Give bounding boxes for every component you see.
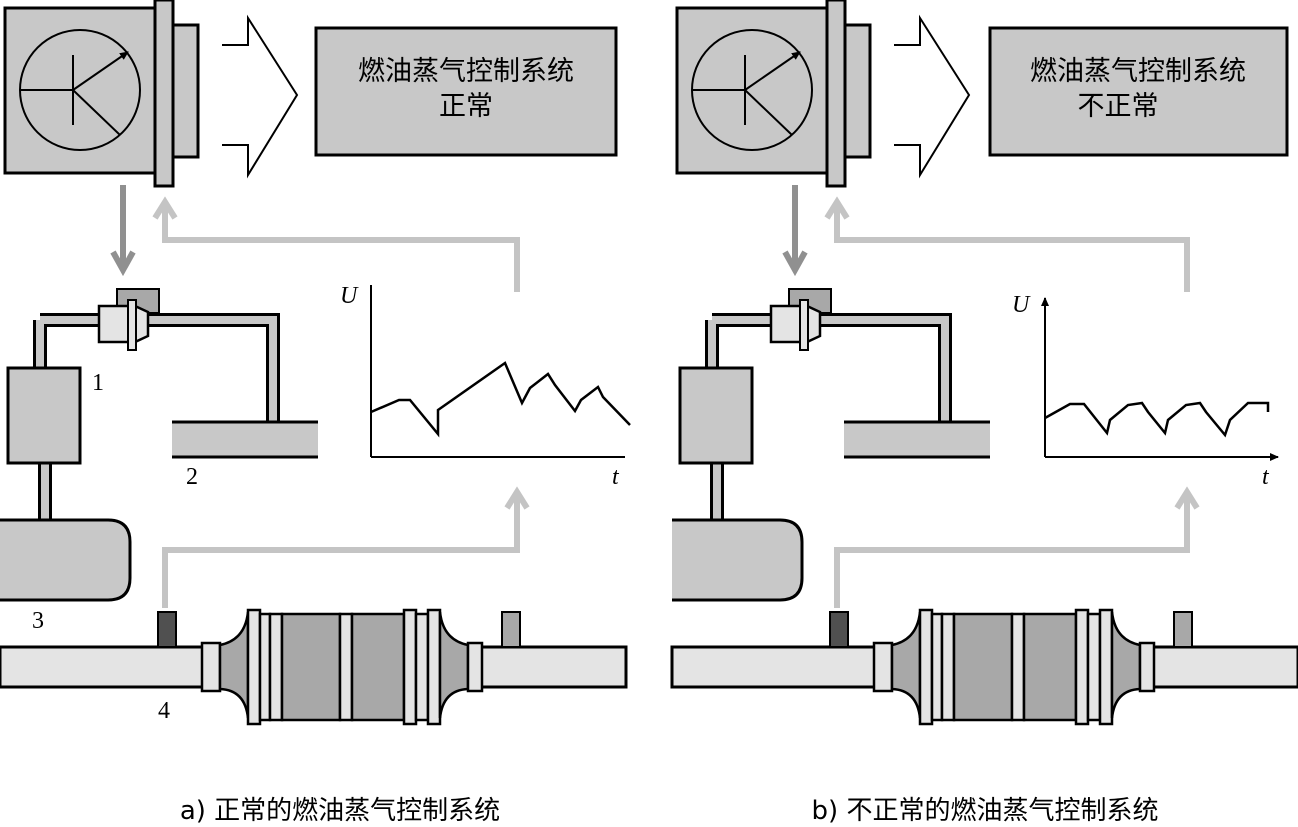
charcoal-canister (678, 366, 754, 465)
status-box: 燃油蒸气控制系统 不正常 (988, 26, 1289, 157)
charcoal-canister (6, 366, 82, 465)
upstream-sensor (157, 611, 177, 648)
status-box: 燃油蒸气控制系统 正常 (314, 26, 618, 157)
voltage-graph: U t (340, 283, 631, 490)
control-module (675, 0, 872, 188)
status-line-1: 燃油蒸气控制系统 (1030, 56, 1246, 87)
y-axis-label: U (1012, 292, 1031, 318)
exhaust-pipe (0, 608, 628, 726)
signal-trace (370, 361, 631, 438)
x-axis-label: t (1262, 464, 1270, 490)
sensor-signal-line (834, 495, 1190, 608)
sensor-signal-line (162, 495, 520, 608)
y-axis-label: U (340, 283, 359, 309)
purge-valve (97, 288, 160, 351)
upstream-sensor (829, 611, 849, 648)
exhaust-pipe (670, 608, 1298, 726)
signal-trace (1044, 401, 1270, 438)
status-line-1: 燃油蒸气控制系统 (358, 56, 574, 87)
caption-a: a) 正常的燃油蒸气控制系统 (180, 796, 500, 826)
output-arrow-icon (222, 14, 299, 179)
label-2: 2 (186, 464, 198, 490)
downstream-sensor (501, 611, 521, 648)
feedback-signal-line (834, 205, 1190, 292)
label-3: 3 (32, 608, 44, 634)
label-1: 1 (92, 370, 104, 396)
output-arrow-icon (894, 14, 971, 179)
intake-manifold (172, 420, 318, 459)
status-line-2: 正常 (439, 91, 493, 122)
intake-manifold (844, 420, 990, 459)
feedback-signal-line (162, 205, 520, 292)
fuel-tank (0, 518, 132, 602)
status-line-2: 不正常 (1078, 91, 1159, 122)
panel-a: 燃油蒸气控制系统 正常 1 (0, 0, 631, 826)
panel-b: 燃油蒸气控制系统 不正常 (670, 0, 1298, 826)
caption-b: b) 不正常的燃油蒸气控制系统 (812, 796, 1159, 826)
x-axis-label: t (612, 464, 620, 490)
downstream-sensor (1173, 611, 1193, 648)
control-module (3, 0, 200, 188)
label-4: 4 (158, 698, 170, 724)
voltage-graph: U t (1012, 292, 1279, 490)
fuel-tank (672, 518, 804, 602)
purge-valve (769, 288, 832, 351)
